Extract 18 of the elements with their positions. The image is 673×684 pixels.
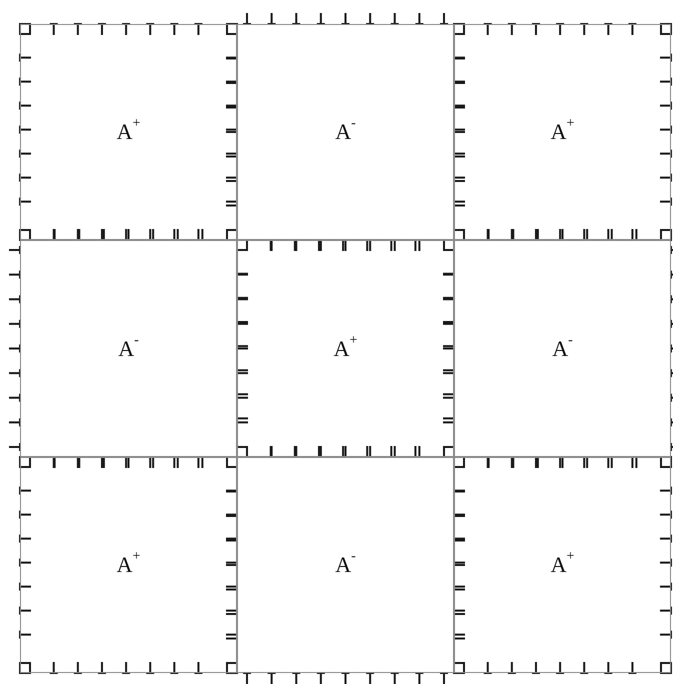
square-cell	[454, 24, 671, 240]
cell-label: A$^{+}$	[550, 121, 574, 143]
cell-label: A$^{+}$	[116, 121, 140, 143]
cell-label: A$^{+}$	[550, 554, 574, 576]
square-cell	[20, 240, 237, 457]
square-cell	[237, 240, 454, 457]
cell-label: A$^{-}$	[118, 338, 139, 360]
square-cell	[237, 24, 454, 240]
cell-label: A$^{-}$	[335, 554, 356, 576]
square-cell	[20, 457, 237, 673]
square-cell	[20, 24, 237, 240]
square-cell	[237, 457, 454, 673]
square-cell	[454, 240, 671, 457]
cell-label: A$^{+}$	[116, 554, 140, 576]
cell-label: A$^{+}$	[334, 338, 358, 360]
square-cell	[454, 457, 671, 673]
cell-label: A$^{-}$	[552, 338, 573, 360]
cell-label: A$^{-}$	[335, 121, 356, 143]
